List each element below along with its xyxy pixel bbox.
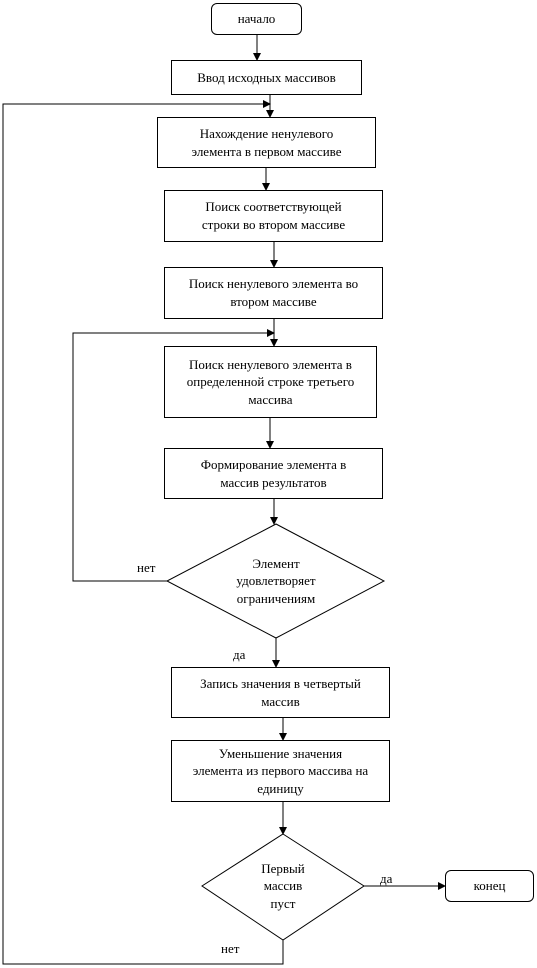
arrow-decision1-no-loop — [72, 329, 275, 582]
step7-box: Уменьшение значения элемента из первого … — [171, 740, 390, 802]
end-terminal: конец — [445, 870, 534, 902]
decision2-no-label: нет — [221, 941, 240, 956]
step4-box: Поиск ненулевого элемента в определенной… — [164, 346, 377, 418]
decision1-shape — [165, 523, 386, 639]
step5-box: Формирование элемента в массив результат… — [164, 448, 383, 499]
arrow-decision2-no-loop — [2, 100, 284, 965]
decision2-yes-label: да — [380, 871, 393, 886]
start-terminal: начало — [211, 3, 302, 35]
decision2-text: Первый массив пуст — [261, 860, 305, 911]
step1-box: Нахождение ненулевого элемента в первом … — [157, 117, 376, 168]
step2-box: Поиск соответствующей строки во втором м… — [164, 190, 383, 242]
step3-box: Поиск ненулевого элемента во втором масс… — [164, 267, 383, 319]
decision1-text: Элемент удовлетворяет ограничениям — [236, 555, 316, 606]
step6-box: Запись значения в четвертый массив — [171, 667, 390, 718]
decision1-no-label: нет — [137, 560, 156, 575]
decision2-shape — [201, 833, 365, 941]
input-box: Ввод исходных массивов — [171, 60, 362, 95]
decision1-yes-label: да — [233, 647, 246, 662]
